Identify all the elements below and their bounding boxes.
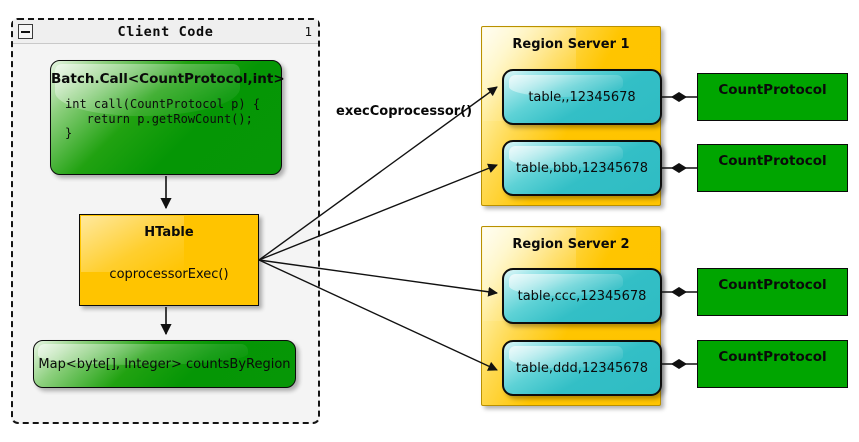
htable-method: coprocessorExec() [109, 266, 229, 282]
htable-title: HTable [144, 225, 194, 240]
composition-link-1 [662, 92, 697, 102]
client-code-header [13, 20, 318, 44]
composition-link-2 [662, 163, 697, 173]
region-label: table,,12345678 [528, 89, 636, 105]
count-protocol-box-2[interactable]: CountProtocol [697, 144, 848, 192]
batch-call-box[interactable]: Batch.Call<CountProtocol,int> int call(C… [50, 60, 285, 175]
client-code-index: 1 [304, 24, 312, 39]
exec-coprocessor-label: execCoprocessor() [336, 104, 473, 119]
region-box-table-2[interactable]: table,bbb,12345678 [502, 140, 662, 196]
htable-box[interactable]: HTable coprocessorExec() [79, 214, 259, 306]
count-protocol-label: CountProtocol [718, 277, 827, 293]
count-protocol-box-4[interactable]: CountProtocol [697, 340, 848, 388]
batch-call-title: Batch.Call<CountProtocol,int> [51, 71, 285, 87]
region-box-table-3[interactable]: table,ccc,12345678 [502, 268, 662, 324]
count-protocol-label: CountProtocol [718, 349, 827, 365]
counts-by-region-label: Map<byte[], Integer> countsByRegion [38, 356, 291, 372]
region-label: table,bbb,12345678 [515, 160, 649, 176]
count-protocol-label: CountProtocol [718, 153, 827, 169]
region-box-table-4[interactable]: table,ddd,12345678 [502, 340, 662, 396]
region-label: table,ccc,12345678 [517, 288, 647, 304]
client-code-title: Client Code [117, 24, 214, 40]
composition-link-3 [662, 287, 697, 297]
region-server-1-title: Region Server 1 [512, 37, 630, 52]
composition-link-4 [662, 359, 697, 369]
region-box-table-1[interactable]: table,,12345678 [502, 69, 662, 125]
count-protocol-box-3[interactable]: CountProtocol [697, 268, 848, 316]
count-protocol-label: CountProtocol [718, 82, 827, 98]
count-protocol-box-1[interactable]: CountProtocol [697, 73, 848, 121]
batch-call-code: int call(CountProtocol p) { return p.get… [65, 97, 261, 141]
region-label: table,ddd,12345678 [515, 360, 649, 376]
region-server-2-title: Region Server 2 [512, 237, 630, 252]
minus-icon[interactable] [18, 24, 33, 39]
counts-by-region-box[interactable]: Map<byte[], Integer> countsByRegion [33, 340, 296, 388]
